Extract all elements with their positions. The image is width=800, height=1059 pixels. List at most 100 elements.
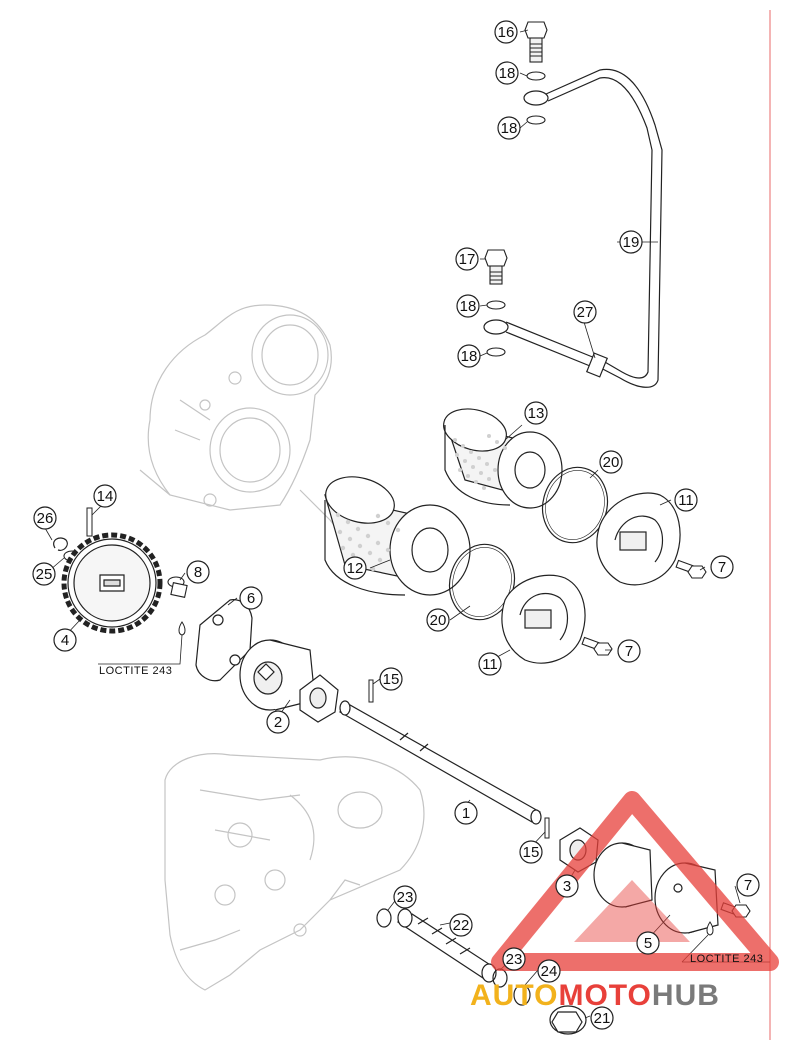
callout-number: 18 [461,348,478,365]
callout-c3: 3 [555,874,579,898]
oil-line-19 [523,68,663,388]
callout-circle [266,710,290,734]
callout-c26: 26 [33,506,57,530]
filter-cover-11-upper [596,492,681,586]
callout-number: 21 [594,1010,611,1027]
pin-14 [86,507,93,537]
watermark-brand: AUTOMOTOHUB [470,979,720,1012]
o-ring-20-lower-inner [452,547,512,617]
callout-circle [455,247,479,271]
callout-circle [53,628,77,652]
callout-number: 14 [97,488,114,505]
callout-c5: 5 [636,931,660,955]
callout-c18c: 18 [456,294,480,318]
callout-c2: 2 [266,710,290,734]
callout-number: 26 [37,510,54,527]
callout-circle [426,608,450,632]
callout-c1: 1 [454,801,478,825]
callout-number: 5 [644,935,652,952]
outer-rotor [593,842,653,908]
callout-number: 7 [718,559,726,576]
callout-c18b: 18 [497,116,521,140]
oil-filter-13 [443,408,563,509]
banjo-bolt-17 [484,249,508,285]
callout-circle [494,20,518,44]
callout-circle [495,61,519,85]
callout-circle [573,300,597,324]
callout-c11b: 11 [478,652,502,676]
callout-c7a: 7 [710,555,734,579]
oil-strainer-22 [396,908,497,983]
callout-number: 6 [247,590,255,607]
callout-number: 11 [678,492,694,509]
oil-pump-gear-4 [61,532,163,634]
filter-cover-11-lower [501,574,586,664]
callout-c19: 19 [619,230,643,254]
callout-c16: 16 [494,20,518,44]
callout-c12: 12 [343,556,367,580]
callout-c8: 8 [186,560,210,584]
callout-number: 23 [506,951,523,968]
callout-circle [537,959,561,983]
callout-circle [674,488,698,512]
loctite-label-right: LOCTITE 243 [690,953,763,965]
callout-circle [619,230,643,254]
callout-number: 25 [36,566,53,583]
callout-c20b: 20 [426,608,450,632]
callout-circle [502,947,526,971]
callout-circle [590,1006,614,1030]
callout-c27: 27 [573,300,597,324]
callout-number: 18 [460,298,477,315]
callout-circle [379,667,403,691]
callout-circle [456,294,480,318]
drain-plug-21 [549,1005,587,1035]
callout-number: 20 [430,612,447,629]
loctite-drop-left [178,621,186,636]
callout-number: 19 [623,234,640,251]
callout-circle [497,116,521,140]
callout-circle [710,555,734,579]
ghost-engine-upper [139,304,351,546]
callout-circle [33,506,57,530]
callout-number: 24 [541,963,558,980]
callout-circle [186,560,210,584]
o-ring-24 [513,984,531,1006]
callout-number: 7 [625,643,633,660]
callout-number: 4 [61,632,69,649]
callout-number: 8 [194,564,202,581]
oil-line-lower-fitting [483,319,609,378]
callout-c18a: 18 [495,61,519,85]
callout-c18d: 18 [457,344,481,368]
callout-number: 15 [383,671,400,688]
callout-circle [393,885,417,909]
callout-circle [555,874,579,898]
oil-filter-12 [324,476,471,596]
callout-number: 27 [577,304,594,321]
callout-c17: 17 [455,247,479,271]
callout-circle [454,801,478,825]
callout-c4: 4 [53,628,77,652]
callout-circle [636,931,660,955]
inner-rotor-part [299,674,339,723]
callout-circle [599,450,623,474]
watermark-auto: AUTO [470,979,558,1012]
callout-c11a: 11 [674,488,698,512]
oil-pump-shaft-1 [338,700,542,825]
ghost-engine-lower [164,753,425,991]
callout-number: 12 [347,560,364,577]
callout-c7c: 7 [736,873,760,897]
callout-number: 22 [453,917,470,934]
callout-c15b: 15 [519,840,543,864]
screw-7-middle [581,636,613,656]
callout-c23a: 23 [393,885,417,909]
callout-c23b: 23 [502,947,526,971]
callout-circle [32,562,56,586]
pin-15-lower [544,817,550,839]
callout-circle [524,401,548,425]
watermark-moto: MOTO [558,979,651,1012]
callout-number: 16 [498,24,515,41]
sealing-washer-18-a [526,71,546,81]
callout-circle [93,484,117,508]
watermark-hub: HUB [652,979,720,1012]
callout-c22: 22 [449,913,473,937]
